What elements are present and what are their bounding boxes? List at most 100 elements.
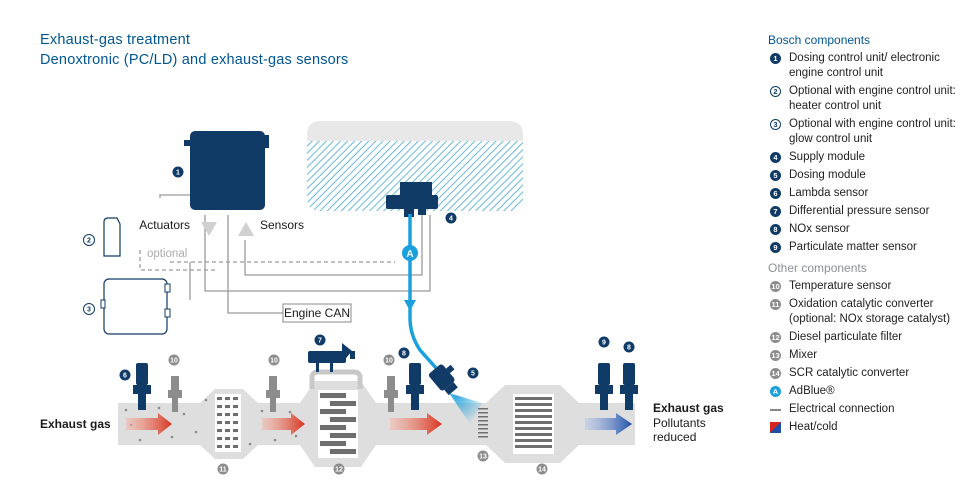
engine-can-label: Engine CAN xyxy=(284,306,350,320)
legend-text: Lambda sensor xyxy=(789,187,869,199)
mixer xyxy=(478,408,488,438)
particulate-matter-sensor xyxy=(595,363,613,410)
legend-badge: 11 xyxy=(770,299,781,310)
callout-7: 7 xyxy=(318,338,322,345)
legend-text: Optional with engine control unit: glow … xyxy=(789,118,956,145)
adblue-marker: A xyxy=(406,249,413,260)
legend-badge: 13 xyxy=(770,350,781,361)
callout-6: 6 xyxy=(123,373,127,380)
legend-text: Dosing control unit/ electronic engine c… xyxy=(789,52,940,79)
callout-1: 1 xyxy=(176,170,180,177)
legend-text: SCR catalytic converter xyxy=(789,367,910,379)
lambda-sensor xyxy=(133,363,151,410)
legend-item-13: 13 Mixer xyxy=(768,348,973,363)
legend-item-2: 2 Optional with engine control unit: heat… xyxy=(768,84,973,114)
callout-8b: 8 xyxy=(627,345,631,352)
legend-badge: 14 xyxy=(770,368,781,379)
pollutants-line-1: Pollutants xyxy=(653,416,706,430)
legend-badge: 2 xyxy=(770,86,781,97)
legend-item-4: 4 Supply module xyxy=(768,150,973,165)
exhaust-gas-out-label: Exhaust gas xyxy=(653,401,724,415)
legend-text: Supply module xyxy=(789,151,866,163)
legend-badge: 3 xyxy=(770,119,781,130)
sensors-label: Sensors xyxy=(260,218,304,232)
heater-control-unit xyxy=(103,217,121,257)
adblue-line: A xyxy=(402,214,438,370)
temperature-sensor-1 xyxy=(168,376,182,412)
callout-5: 5 xyxy=(471,371,475,378)
legend-badge: 7 xyxy=(770,206,781,217)
legend-item-5: 5 Dosing module xyxy=(768,168,973,183)
legend-text: Optional with engine control unit: heate… xyxy=(789,85,956,112)
legend-text: Diesel particulate filter xyxy=(789,331,903,343)
oxidation-catalyst xyxy=(215,394,241,452)
legend-badge: 9 xyxy=(770,242,781,253)
other-components-heading: Other components xyxy=(768,261,867,275)
adblue-badge: A xyxy=(770,386,781,397)
legend-item-12: 12 Diesel particulate filter xyxy=(768,330,973,345)
legend-panel: Bosch components 1 Dosing control unit/ e… xyxy=(768,33,973,438)
control-unit xyxy=(184,131,269,210)
callout-10a: 10 xyxy=(170,358,178,365)
glow-control-unit xyxy=(100,278,171,335)
callout-4: 4 xyxy=(449,216,453,223)
electrical-line-icon xyxy=(770,409,781,411)
callout-10c: 10 xyxy=(385,358,393,365)
legend-item-9: 9 Particulate matter sensor xyxy=(768,240,973,255)
legend-text: Dosing module xyxy=(789,169,866,181)
callout-9: 9 xyxy=(602,340,606,347)
legend-badge: 6 xyxy=(770,188,781,199)
legend-text: Electrical connection xyxy=(789,403,895,415)
cold-flow-arrow xyxy=(585,413,632,435)
supply-module xyxy=(386,182,438,217)
hot-flow-arrow-1 xyxy=(126,413,172,435)
legend-text: Differential pressure sensor xyxy=(789,205,930,217)
legend-badge: 5 xyxy=(770,170,781,181)
heat-cold-icon xyxy=(770,422,781,433)
legend-badge: 12 xyxy=(770,332,781,343)
legend-item-electrical: Electrical connection xyxy=(768,402,973,417)
system-diagram: A Actuators Sensors optional Engine CAN xyxy=(40,121,724,475)
nox-sensor-1 xyxy=(406,363,424,410)
exhaust-pipe xyxy=(118,381,635,467)
legend-text: Temperature sensor xyxy=(789,280,892,292)
legend-item-heat: Heat/cold xyxy=(768,420,973,435)
pressure-line xyxy=(309,369,363,389)
particulate-filter xyxy=(318,390,358,458)
engine-can-box xyxy=(282,303,352,323)
callout-13: 13 xyxy=(479,454,487,461)
differential-pressure-sensor xyxy=(308,343,355,372)
legend-text: Oxidation catalytic converter (optional:… xyxy=(789,298,951,325)
legend-item-6: 6 Lambda sensor xyxy=(768,186,973,201)
nox-sensor-2 xyxy=(620,363,638,410)
temperature-sensor-3 xyxy=(384,376,398,412)
legend-item-7: 7 Differential pressure sensor xyxy=(768,204,973,219)
legend-text: NOx sensor xyxy=(789,223,850,235)
legend-badge: 8 xyxy=(770,224,781,235)
legend-item-3: 3 Optional with engine control unit: glow… xyxy=(768,117,973,147)
scr-catalyst xyxy=(513,394,554,454)
title-line-2: Denoxtronic (PC/LD) and exhaust-gas sens… xyxy=(40,52,349,68)
legend-item-1: 1 Dosing control unit/ electronic engine … xyxy=(768,51,973,81)
legend-text: Particulate matter sensor xyxy=(789,241,917,253)
legend-item-14: 14 SCR catalytic converter xyxy=(768,366,973,381)
legend-text: Heat/cold xyxy=(789,421,838,433)
callout-10b: 10 xyxy=(270,358,278,365)
hot-flow-arrow-2 xyxy=(262,413,305,435)
bosch-components-list: 1 Dosing control unit/ electronic engine … xyxy=(768,51,973,255)
legend-item-adblue: A AdBlue® xyxy=(768,384,973,399)
legend-badge: 4 xyxy=(770,152,781,163)
legend-badge: 1 xyxy=(770,53,781,64)
bosch-components-heading: Bosch components xyxy=(768,33,871,47)
actuators-arrow xyxy=(201,222,217,236)
sensors-arrow xyxy=(238,222,254,236)
temperature-sensor-2 xyxy=(266,376,280,412)
callout-8a: 8 xyxy=(402,351,406,358)
legend-text: Mixer xyxy=(789,349,818,361)
title-line-1: Exhaust-gas treatment xyxy=(40,32,191,48)
actuators-label: Actuators xyxy=(139,218,190,232)
exhaust-gas-in-label: Exhaust gas xyxy=(40,417,111,431)
adblue-tank xyxy=(307,121,523,211)
legend-text: AdBlue® xyxy=(789,385,835,397)
